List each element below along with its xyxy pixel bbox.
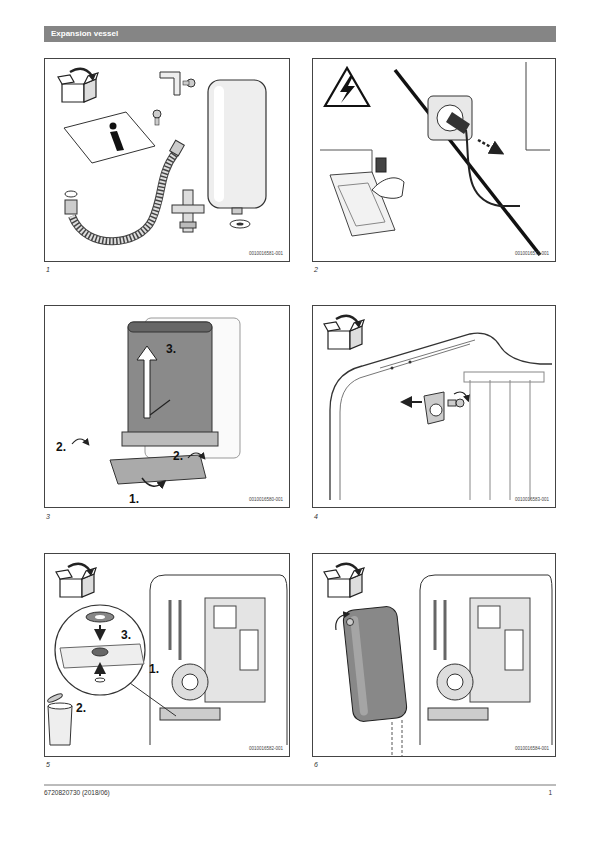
title-text: Expansion vessel bbox=[51, 29, 118, 38]
image-code: 0010016582-001 bbox=[249, 746, 283, 751]
step-number: 2. bbox=[56, 440, 66, 454]
figure-number: 1 bbox=[46, 266, 50, 273]
figure-number: 5 bbox=[46, 761, 50, 768]
image-code: 0010016580-001 bbox=[249, 497, 283, 502]
figure-number: 2 bbox=[314, 266, 318, 273]
figure-number: 6 bbox=[314, 761, 318, 768]
step-number: 3. bbox=[166, 342, 176, 356]
document-number: 6720820730 (2018/06) bbox=[44, 789, 110, 796]
illustration-panel: 0010016579-001 bbox=[312, 58, 556, 262]
image-code: 0010016584-001 bbox=[515, 746, 549, 751]
image-code: 0010016579-001 bbox=[515, 251, 549, 256]
page-number: 1 bbox=[548, 789, 552, 796]
figure-number: 4 bbox=[314, 513, 318, 520]
illustration-panel: 0010016581-001 bbox=[44, 58, 290, 262]
title-bar: Expansion vessel bbox=[44, 26, 556, 42]
image-code: 0010016581-001 bbox=[249, 251, 283, 256]
step-number: 3. bbox=[121, 628, 131, 642]
step-number: 1. bbox=[129, 492, 139, 506]
step-number: 1. bbox=[149, 662, 159, 676]
figure-number: 3 bbox=[46, 513, 50, 520]
illustration-panel: 0010016584-001 bbox=[312, 553, 556, 757]
step-number: 2. bbox=[76, 701, 86, 715]
illustration-panel: 3. 1. 2. 0010016582-001 bbox=[44, 553, 290, 757]
image-code: 0010016583-001 bbox=[515, 497, 549, 502]
illustration-panel: 0010016583-001 bbox=[312, 305, 556, 508]
illustration-panel: 3. 2. 2. 1. 0010016580-001 bbox=[44, 305, 290, 508]
step-number: 2. bbox=[173, 449, 183, 463]
